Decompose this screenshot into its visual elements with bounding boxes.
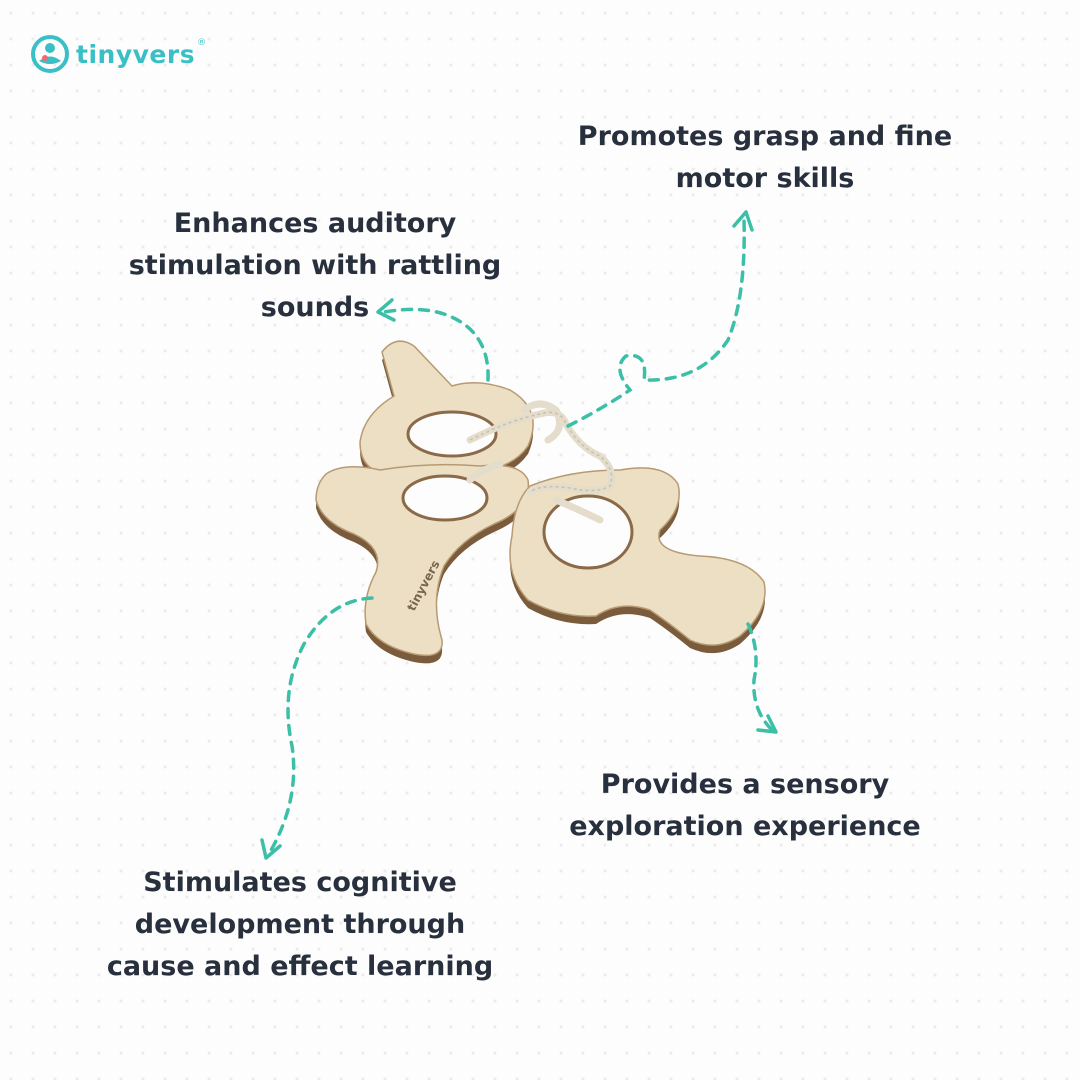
caption-sensory: Provides a sensory exploration experienc… xyxy=(569,769,921,842)
arrow-icon xyxy=(756,714,778,734)
caption-auditory: Enhances auditory stimulation with rattl… xyxy=(128,208,502,323)
arrow-to-cognitive xyxy=(268,596,374,854)
brand-name: tinyvers xyxy=(76,39,196,69)
rattle-piece-top xyxy=(359,340,534,482)
arrow-icon xyxy=(260,838,282,860)
rattle-piece-left: tinyvers xyxy=(315,463,530,664)
registered-mark: ® xyxy=(197,38,207,48)
arrow-icon xyxy=(732,210,754,232)
caption-cognitive: Stimulates cognitive development through… xyxy=(106,867,494,982)
arrow-to-auditory xyxy=(382,307,490,382)
arrow-icon xyxy=(376,298,396,322)
caption-fine-motor: Promotes grasp and fine motor skills xyxy=(577,121,953,194)
arrow-to-sensory xyxy=(746,622,774,732)
arrow-to-fine-motor xyxy=(566,218,746,428)
rattle-piece-right xyxy=(509,467,766,654)
tinyvers-logo-icon xyxy=(31,35,69,73)
wooden-rattle-toy: tinyvers xyxy=(315,340,766,664)
brand-logo: tinyvers ® xyxy=(30,34,206,74)
